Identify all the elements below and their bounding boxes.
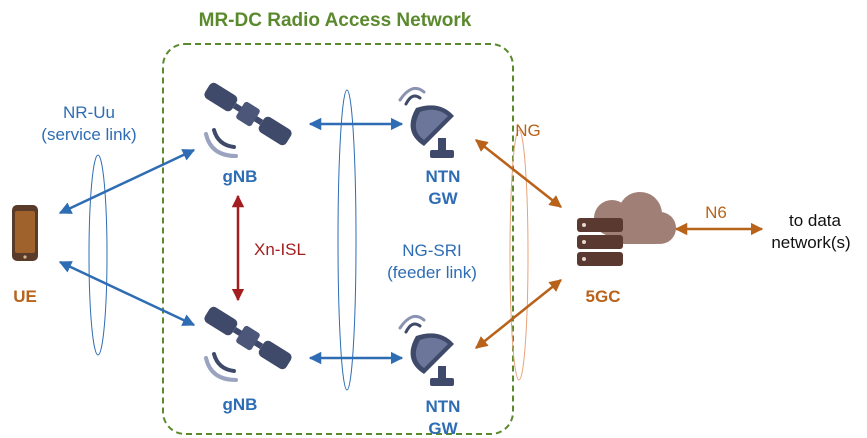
service-link-label-line2: (service link) <box>41 125 136 144</box>
satellite-dish-icon <box>398 314 454 386</box>
ntn-bottom-label-line1: NTN <box>426 397 461 416</box>
satellite-beam-top-outer <box>204 132 238 158</box>
feeder-link-label-line1: NG-SRI <box>402 241 462 260</box>
ng-arrow-bottom <box>475 279 562 349</box>
satellite-beam-bottom-outer <box>204 356 238 382</box>
service-link-arrow-bottom <box>58 260 196 327</box>
service-link-arrow-top <box>58 148 196 215</box>
isl-label: Xn-ISL <box>254 240 306 259</box>
satellite-dish-icon <box>398 86 454 158</box>
ng-label: NG <box>515 121 541 140</box>
destination-label-line2: network(s) <box>771 233 850 252</box>
n6-label: N6 <box>705 203 727 222</box>
ntn-top-label-line1: NTN <box>426 167 461 186</box>
ng-arrow-top <box>475 139 562 208</box>
ng-link-ellipse <box>509 129 529 381</box>
ran-boundary <box>162 43 514 435</box>
ue-label: UE <box>13 287 37 306</box>
gnb-bottom-label: gNB <box>223 395 258 414</box>
satellite-beam-top <box>212 128 236 149</box>
feeder-link-label-line2: (feeder link) <box>387 263 477 282</box>
ntn-top-label-line2: GW <box>428 189 458 208</box>
satellite-icon <box>204 306 292 370</box>
ran-title: MR-DC Radio Access Network <box>199 10 472 31</box>
service-link-label-line1: NR-Uu <box>63 103 115 122</box>
core-label: 5GC <box>586 287 621 306</box>
gnb-top-label: gNB <box>223 167 258 186</box>
feeder-link-ellipse <box>337 89 357 391</box>
smartphone-icon <box>12 205 38 261</box>
ntn-bottom-label-line2: GW <box>428 419 458 438</box>
satellite-icon <box>204 82 292 146</box>
service-link-ellipse <box>88 154 108 356</box>
cloud-server-icon <box>577 192 676 266</box>
destination-label-line1: to data <box>789 211 842 230</box>
satellite-beam-bottom <box>212 352 236 373</box>
